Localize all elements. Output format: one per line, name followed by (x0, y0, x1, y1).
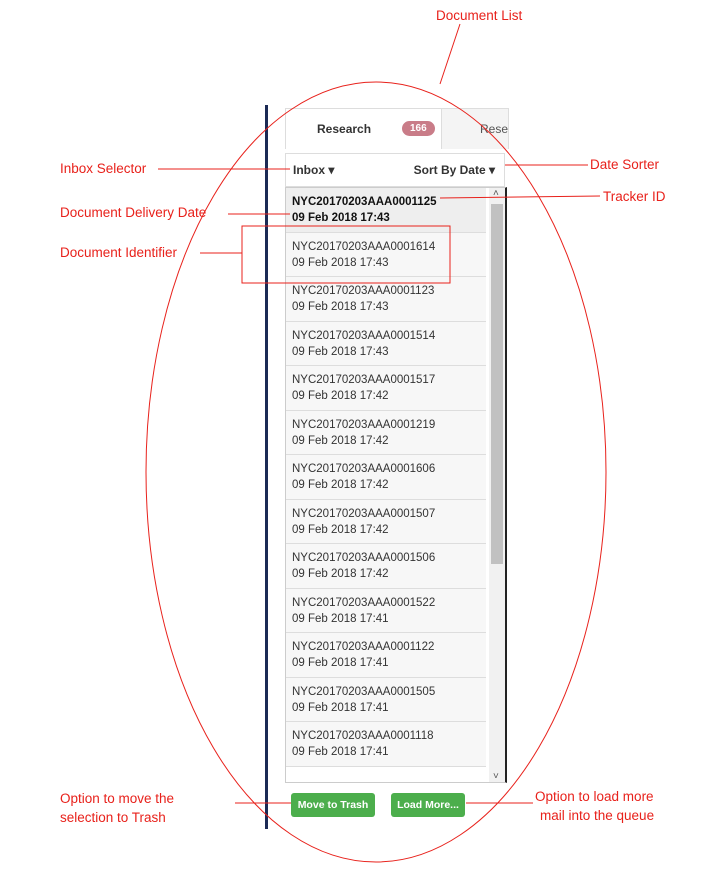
label-delivery-date: Document Delivery Date (60, 205, 207, 220)
delivery-date: 09 Feb 2018 17:43 (292, 256, 389, 269)
tracker-id: NYC20170203AAA0001514 (292, 329, 436, 342)
tracker-id: NYC20170203AAA0001522 (292, 596, 436, 609)
delivery-date: 09 Feb 2018 17:42 (292, 434, 389, 447)
tracker-id: NYC20170203AAA0001123 (292, 285, 435, 297)
move-to-trash-button[interactable]: Move to Trash (291, 793, 375, 817)
tracker-id: NYC20170203AAA0001614 (292, 240, 436, 253)
tracker-id: NYC20170203AAA0001606 (292, 463, 436, 475)
delivery-date: 09 Feb 2018 17:42 (292, 568, 389, 580)
delivery-date: 09 Feb 2018 17:41 (292, 612, 389, 625)
inbox-selector[interactable]: Inbox ▾ (293, 163, 335, 177)
identifier-highlight (241, 225, 451, 284)
document-list-item[interactable]: NYC20170203AAA0001614 09 Feb 2018 17:43 (286, 232, 486, 277)
delivery-date: 09 Feb 2018 17:41 (292, 701, 389, 714)
document-list-item[interactable]: NYC20170203AAA0001522 09 Feb 2018 17:41 (286, 588, 486, 633)
label-line: Option to load more (535, 789, 654, 804)
panel-divider (265, 105, 268, 829)
scrollbar[interactable]: ˄ ˅ (489, 188, 505, 782)
document-list-item[interactable]: NYC20170203AAA0001118 09 Feb 2018 17:41 (286, 722, 486, 767)
load-more-button[interactable]: Load More... (391, 793, 465, 817)
delivery-date: 09 Feb 2018 17:43 (292, 345, 389, 358)
tracker-id: NYC20170203AAA0001505 (292, 685, 436, 698)
delivery-date: 09 Feb 2018 17:41 (292, 657, 389, 669)
tab-label: Research (480, 122, 509, 136)
delivery-date: 09 Feb 2018 17:43 (292, 301, 389, 313)
delivery-date: 09 Feb 2018 17:42 (292, 523, 389, 536)
list-toolbar: Inbox ▾ Sort By Date ▾ (285, 153, 505, 187)
tab-research-2[interactable]: Research (441, 108, 509, 149)
delivery-date: 09 Feb 2018 17:42 (292, 390, 389, 402)
tab-research[interactable]: Research 166 (285, 108, 442, 149)
tracker-id: NYC20170203AAA0001506 (292, 552, 436, 564)
document-list-item[interactable]: NYC20170203AAA0001122 09 Feb 2018 17:41 (286, 633, 486, 678)
document-list-item[interactable]: NYC20170203AAA0001123 09 Feb 2018 17:43 (286, 277, 486, 322)
label-line: Option to move the (60, 791, 175, 806)
tracker-id: NYC20170203AAA0001118 (292, 730, 434, 742)
label-identifier: Document Identifier (60, 245, 178, 260)
scroll-thumb[interactable] (491, 204, 503, 564)
tracker-id: NYC20170203AAA0001507 (292, 507, 436, 520)
document-list-item[interactable]: NYC20170203AAA0001506 09 Feb 2018 17:42 (286, 544, 486, 589)
label-date-sorter: Date Sorter (590, 157, 660, 172)
label-load-option: Option to load more mail into the queue (535, 787, 654, 825)
count-badge: 166 (402, 121, 435, 136)
document-list-item[interactable]: NYC20170203AAA0001517 09 Feb 2018 17:42 (286, 366, 486, 411)
document-list-item[interactable]: NYC20170203AAA0001507 09 Feb 2018 17:42 (286, 499, 486, 544)
document-list-item[interactable]: NYC20170203AAA0001125 09 Feb 2018 17:43 (286, 188, 486, 233)
delivery-date: 09 Feb 2018 17:41 (292, 746, 389, 758)
document-list-ellipse (145, 81, 607, 863)
document-list-item[interactable]: NYC20170203AAA0001514 09 Feb 2018 17:43 (286, 321, 486, 366)
label-inbox-selector: Inbox Selector (60, 161, 147, 176)
document-list-item[interactable]: NYC20170203AAA0001505 09 Feb 2018 17:41 (286, 677, 486, 722)
leader-line (439, 23, 461, 85)
sort-by-date-dropdown[interactable]: Sort By Date ▾ (413, 163, 495, 177)
label-trash-option: Option to move the selection to Trash (60, 789, 174, 827)
scroll-up-icon[interactable]: ˄ (493, 188, 499, 199)
leader-line (439, 195, 601, 199)
document-list-item[interactable]: NYC20170203AAA0001606 09 Feb 2018 17:42 (286, 455, 486, 500)
tracker-id: NYC20170203AAA0001219 (292, 418, 436, 431)
tracker-id: NYC20170203AAA0001122 (292, 641, 435, 653)
delivery-date: 09 Feb 2018 17:42 (292, 479, 389, 491)
document-list-item[interactable]: NYC20170203AAA0001219 09 Feb 2018 17:42 (286, 410, 486, 455)
label-document-list: Document List (436, 8, 523, 23)
label-tracker-id: Tracker ID (603, 189, 666, 204)
tab-label: Research (317, 122, 372, 136)
tracker-id: NYC20170203AAA0001517 (292, 374, 436, 386)
label-line: selection to Trash (60, 810, 166, 825)
delivery-date: 09 Feb 2018 17:43 (292, 212, 390, 224)
label-line: mail into the queue (540, 808, 655, 823)
scroll-down-icon[interactable]: ˅ (493, 771, 499, 782)
tracker-id: NYC20170203AAA0001125 (292, 196, 437, 208)
tab-bar: Research 166 Research (285, 108, 509, 149)
